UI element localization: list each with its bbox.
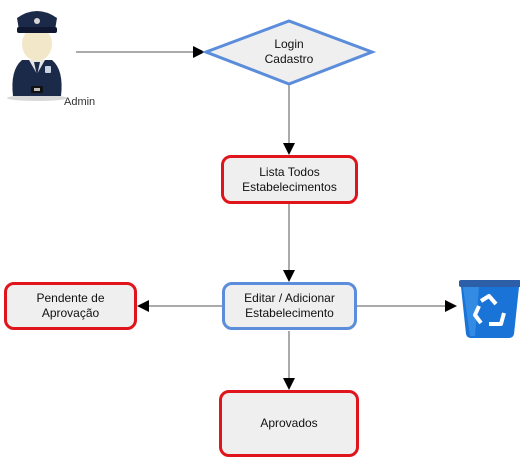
editar-adicionar-label: Editar / Adicionar Estabelecimento: [244, 291, 335, 320]
login-cadastro-label: Login Cadastro: [264, 37, 314, 66]
pendente-aprovacao-label: Pendente de Aprovação: [36, 291, 105, 320]
lista-todos-label: Lista Todos Estabelecimentos: [242, 164, 337, 194]
aprovados-label: Aprovados: [260, 416, 318, 430]
admin-label: Admin: [64, 96, 96, 108]
editar-adicionar-node: Editar / Adicionar Estabelecimento: [222, 282, 357, 330]
police-officer-icon: [7, 11, 67, 101]
login-diamond: [201, 19, 377, 86]
pendente-aprovacao-node: Pendente de Aprovação: [4, 282, 137, 330]
aprovados-node: Aprovados: [219, 390, 359, 457]
lista-todos-node: Lista Todos Estabelecimentos: [221, 155, 358, 204]
recycle-bin-icon: [459, 280, 520, 338]
